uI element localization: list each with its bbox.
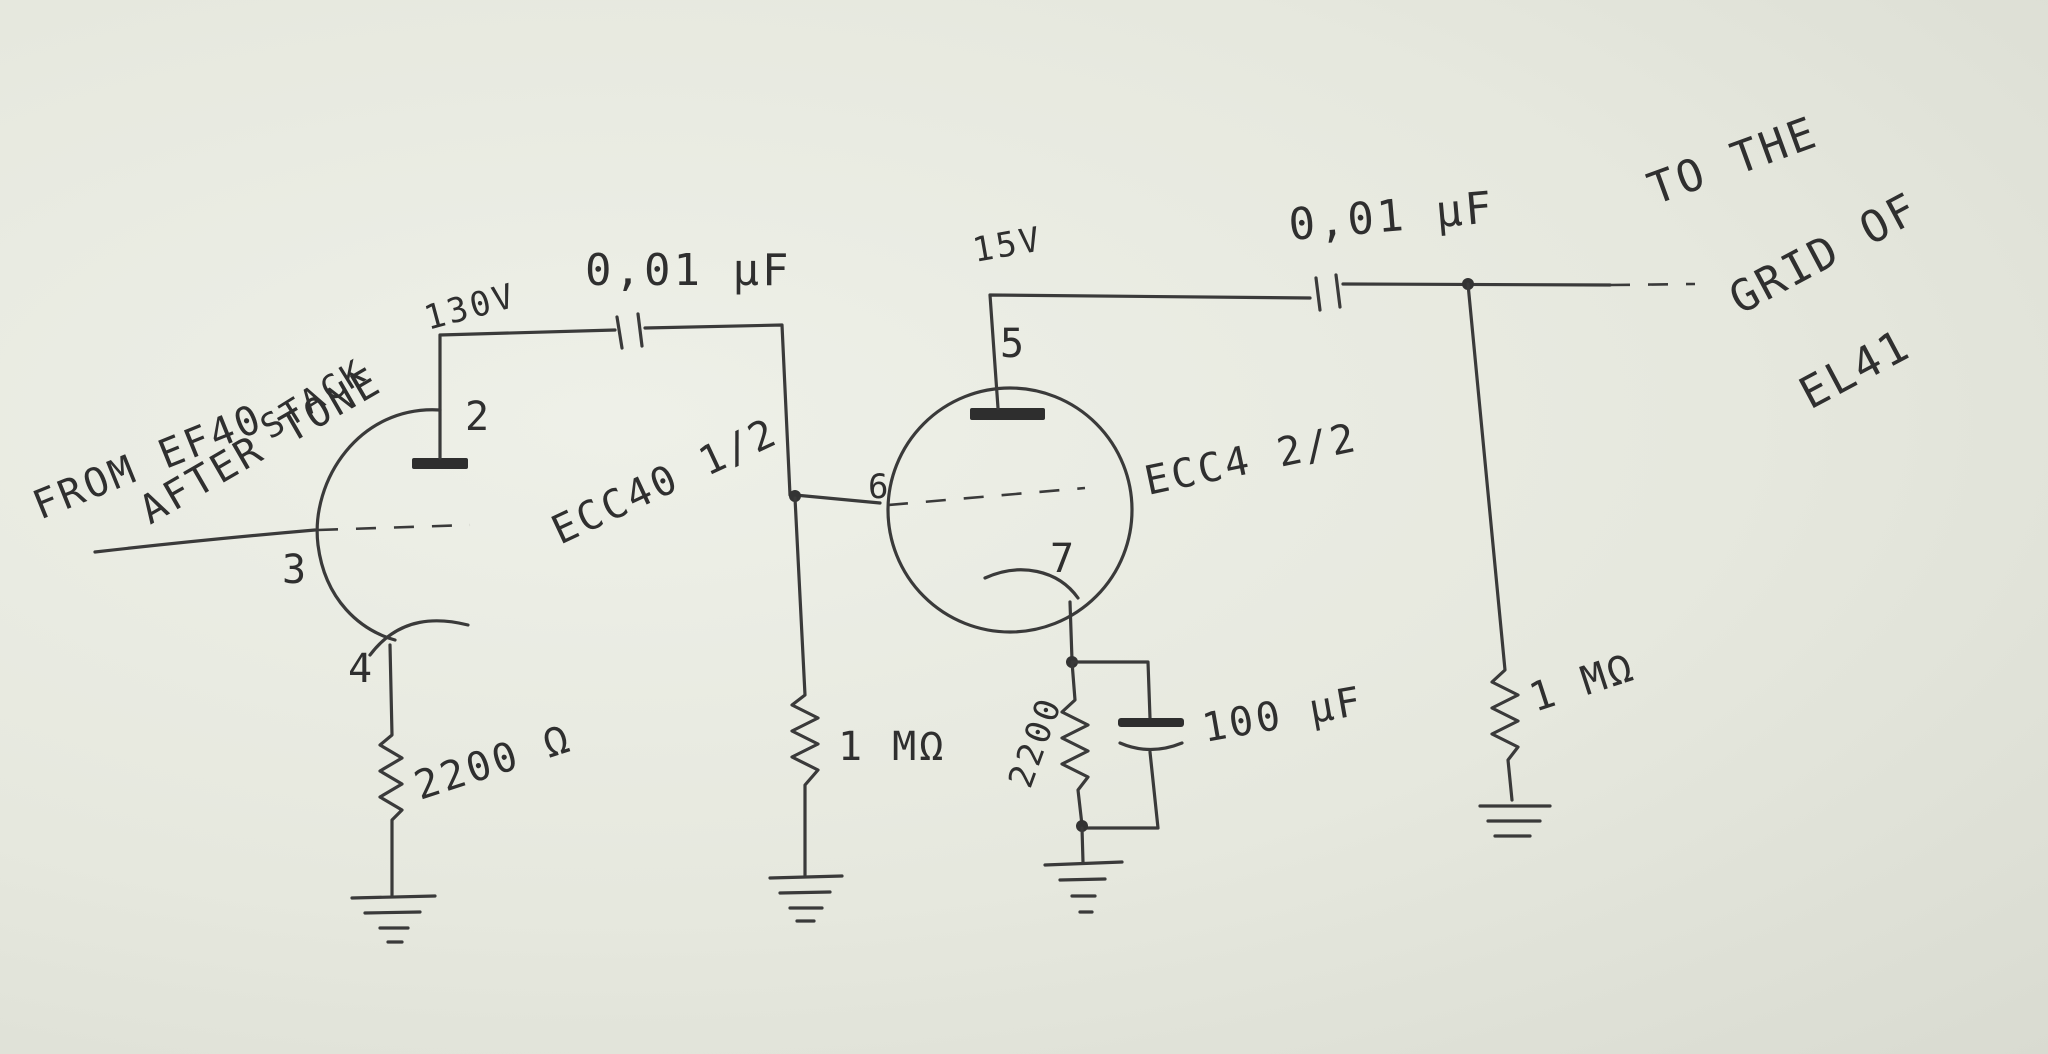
- tube1-plate: [412, 458, 468, 469]
- bypass-cap-bottom-wire: [1080, 750, 1160, 830]
- tube2-plate-wire: [988, 293, 1312, 410]
- junction-dot-3: [1076, 820, 1088, 832]
- ground-symbol-2: [768, 874, 844, 923]
- tube1-grid: [317, 523, 471, 532]
- output-label-line2: GRID OF: [1721, 183, 1927, 325]
- cap2-right-wire: [1341, 282, 1612, 287]
- grid-leak-resistor-1: [790, 496, 820, 877]
- tube1-cathode-resistor: [378, 643, 404, 897]
- tube2-grid: [887, 486, 1086, 507]
- tube2-cathode-resistor-value: 2200: [1001, 691, 1071, 793]
- tube1-plate-wire: [438, 328, 617, 460]
- coupling-cap-2-value: 0,01 μF: [1287, 182, 1497, 251]
- tube1-pin-grid: 3: [282, 547, 309, 593]
- output-label-line3: EL41: [1791, 319, 1919, 419]
- tube2-ground-wire: [1080, 826, 1085, 864]
- bypass-capacitor: [1118, 718, 1184, 752]
- tube2-cathode: [983, 568, 1080, 600]
- tube2-cathode-resistor: [1060, 660, 1090, 827]
- grid-leak-1-value: 1 MΩ: [838, 724, 946, 770]
- output-label-line1: TO THE: [1641, 107, 1825, 215]
- coupling-cap-2: [1314, 273, 1342, 312]
- coupling-cap-1-value: 0,01 μF: [585, 245, 791, 296]
- tube1-envelope: [315, 408, 442, 642]
- tube2-pin-cathode: 7: [1050, 536, 1077, 582]
- tube2-pin-plate: 5: [1000, 321, 1027, 367]
- tube2-pin-grid: 6: [868, 467, 891, 507]
- tube1-name: ECC40 1/2: [545, 409, 785, 554]
- tube1-cathode: [368, 619, 470, 657]
- coupling-cap-1: [615, 312, 644, 350]
- tube1-pin-plate: 2: [465, 394, 492, 440]
- bypass-cap-value: 100 μF: [1199, 678, 1367, 752]
- tube1-pin-cathode: 4: [348, 646, 375, 692]
- cap1-right-wire: [643, 323, 792, 497]
- output-dashed-wire: [1609, 282, 1696, 287]
- input-wire: [93, 528, 317, 554]
- tube1-plate-voltage: 130V: [420, 276, 521, 339]
- bypass-cap-top-wire: [1070, 660, 1152, 720]
- tube2-envelope: [886, 386, 1134, 634]
- tube2-name: ECC4 2/2: [1141, 415, 1362, 505]
- ground-symbol-4: [1478, 804, 1552, 838]
- grid-leak-2-value: 1 MΩ: [1524, 644, 1641, 721]
- ground-symbol-1: [350, 894, 437, 944]
- junction-dot-1: [789, 490, 801, 502]
- tube2-plate-voltage: 15V: [970, 219, 1046, 271]
- tube2-grid-wire: [793, 493, 882, 505]
- tube2-cathode-wire: [1068, 600, 1074, 662]
- ground-symbol-3: [1043, 860, 1124, 914]
- grid-leak-resistor-2: [1466, 282, 1520, 802]
- tube2-plate: [970, 408, 1045, 420]
- tube1-cathode-resistor-value: 2200 Ω: [409, 716, 578, 810]
